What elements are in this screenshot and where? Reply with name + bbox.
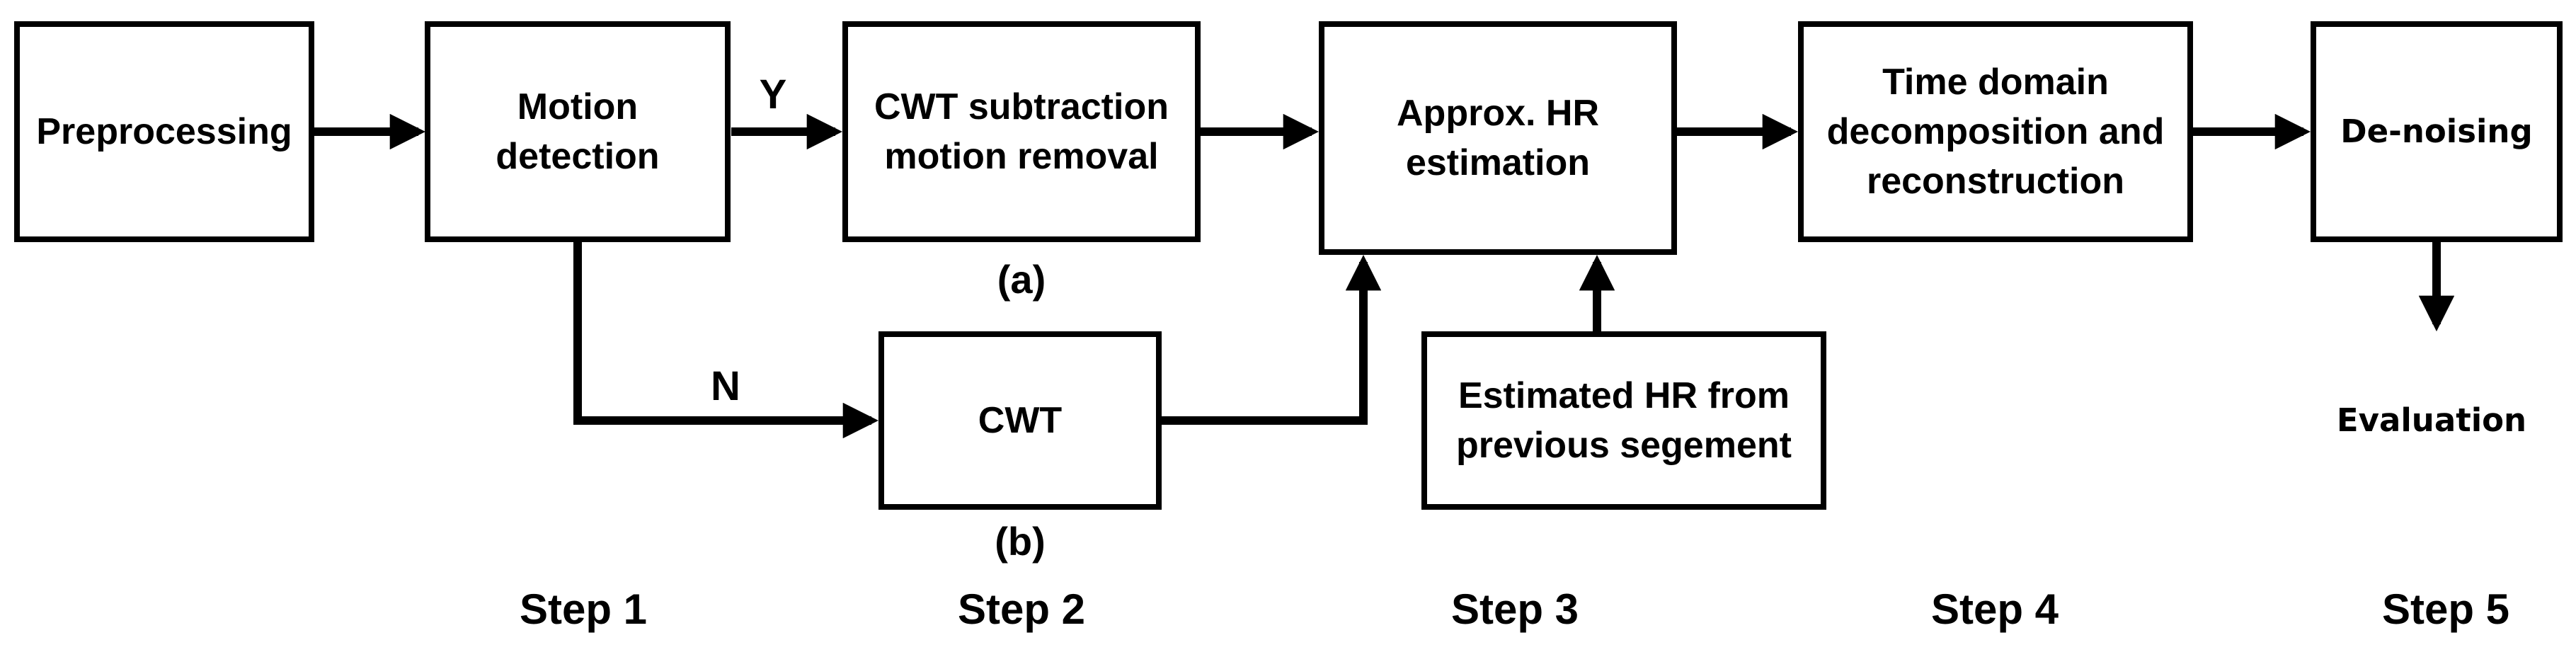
step-label-2: Step 2 bbox=[957, 585, 1086, 633]
step-label-4: Step 4 bbox=[1930, 585, 2059, 633]
node-estimated-hr-label: Estimated HR from previous segement bbox=[1456, 375, 1792, 466]
edge-cwt-to-approx-hr bbox=[1162, 254, 1382, 425]
node-approx-hr: Approx. HR estimation bbox=[1319, 21, 1677, 255]
branch-label-yes: Y bbox=[759, 72, 787, 118]
branch-label-no: N bbox=[711, 363, 740, 409]
step-label-3: Step 3 bbox=[1450, 585, 1579, 633]
step-label-5: Step 5 bbox=[2381, 585, 2510, 633]
node-cwt-subtraction: CWT subtraction motion removal bbox=[842, 21, 1201, 242]
sublabel-b: (b) bbox=[995, 519, 1046, 564]
node-time-domain: Time domain decomposition and reconstruc… bbox=[1798, 21, 2193, 242]
sublabel-a: (a) bbox=[997, 257, 1046, 302]
node-de-noising: De-noising bbox=[2311, 21, 2563, 242]
node-estimated-hr: Estimated HR from previous segement bbox=[1421, 331, 1826, 510]
node-motion-detection-label: Motion detection bbox=[496, 86, 660, 177]
node-cwt: CWT bbox=[878, 331, 1162, 510]
node-motion-detection: Motion detection bbox=[425, 21, 731, 242]
node-de-noising-label: De-noising bbox=[2340, 112, 2533, 150]
node-preprocessing-label: Preprocessing bbox=[36, 110, 292, 152]
step-label-1: Step 1 bbox=[519, 585, 648, 633]
node-evaluation-label: Evaluation bbox=[2336, 401, 2527, 439]
node-evaluation: Evaluation bbox=[2311, 331, 2553, 510]
node-approx-hr-label: Approx. HR estimation bbox=[1397, 92, 1599, 183]
node-preprocessing: Preprocessing bbox=[14, 21, 314, 242]
edge-motion-detection-to-cwt bbox=[573, 242, 879, 439]
node-time-domain-label: Time domain decomposition and reconstruc… bbox=[1826, 61, 2165, 202]
node-cwt-subtraction-label: CWT subtraction motion removal bbox=[874, 86, 1169, 177]
node-cwt-label: CWT bbox=[978, 399, 1063, 441]
